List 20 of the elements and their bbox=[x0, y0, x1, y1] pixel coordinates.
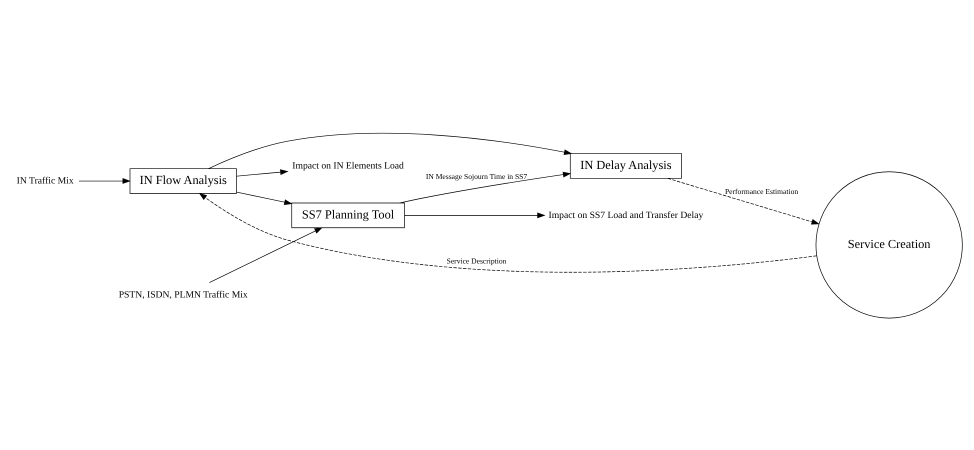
arrow bbox=[667, 178, 820, 224]
arrow bbox=[208, 132, 572, 168]
node-text: IN Traffic Mix bbox=[16, 175, 74, 186]
edge-label: IN Message Sojourn Time in SS7 bbox=[426, 171, 528, 180]
node-box: SS7 Planning Tool bbox=[291, 202, 405, 228]
node-box: IN Flow Analysis bbox=[130, 168, 237, 194]
edge-label: Service Description bbox=[446, 256, 506, 265]
arrow bbox=[78, 178, 131, 184]
edge-label: Performance Estimation bbox=[724, 186, 798, 196]
node-text: Impact on SS7 Load and Transfer Delay bbox=[548, 209, 704, 220]
arrow bbox=[404, 212, 546, 218]
node-text: Impact on IN Elements Load bbox=[292, 160, 404, 171]
node-text: PSTN, ISDN, PLMN Traffic Mix bbox=[118, 289, 248, 300]
arrow bbox=[236, 191, 292, 204]
arrow bbox=[399, 171, 572, 203]
arrow bbox=[198, 192, 817, 272]
node-circle: Service Creation bbox=[816, 170, 963, 318]
arrow bbox=[236, 168, 288, 176]
arrow bbox=[209, 226, 323, 282]
node-box: IN Delay Analysis bbox=[570, 152, 682, 178]
